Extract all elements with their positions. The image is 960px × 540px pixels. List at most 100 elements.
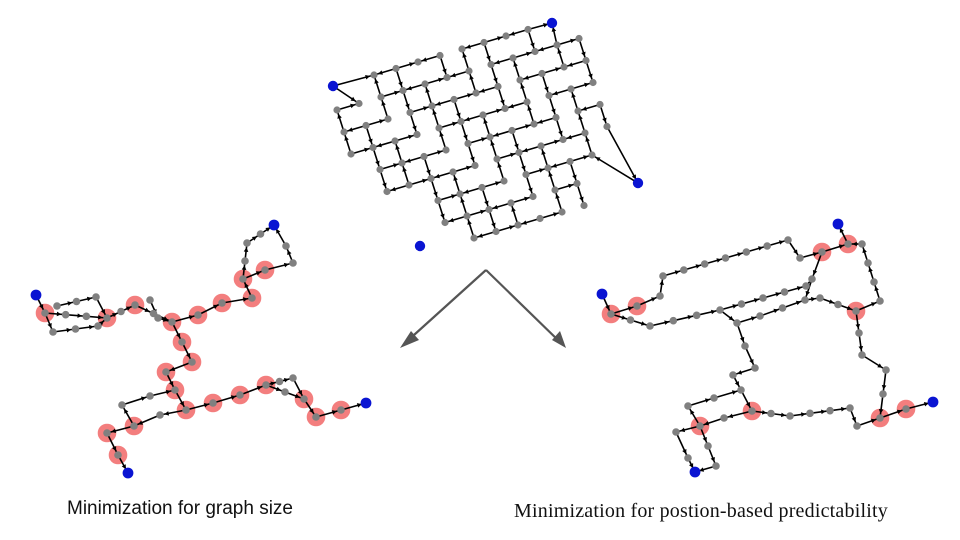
graph-edge: [373, 67, 397, 76]
edge-arrowhead: [525, 124, 531, 129]
graph-edge: [121, 404, 135, 427]
edge-arrowhead: [126, 306, 132, 311]
graph-edge: [437, 200, 446, 223]
edge-arrowhead: [265, 227, 271, 232]
edge-arrowhead: [350, 96, 356, 102]
graph-node: [49, 328, 57, 336]
edge-arrowhead: [469, 74, 474, 80]
graph-edge: [380, 89, 404, 98]
edge-arrowhead: [490, 140, 495, 146]
graph-node: [802, 282, 810, 290]
edge-arrowhead: [528, 187, 533, 193]
graph-node: [456, 190, 464, 198]
edge-arrowhead: [731, 390, 737, 395]
edge-arrowhead: [230, 395, 236, 400]
graph-edge: [242, 269, 266, 280]
edge-arrowhead: [98, 315, 103, 320]
edge-arrowhead: [923, 401, 929, 407]
graph-edge: [496, 151, 520, 160]
graph-edge: [512, 57, 521, 81]
edge-arrowhead: [496, 108, 502, 114]
edge-arrowhead: [433, 191, 438, 197]
edge-arrowhead: [377, 70, 383, 75]
graph-edge: [649, 319, 674, 327]
graph-node: [846, 404, 854, 412]
graph-node: [312, 413, 320, 421]
graph-node: [684, 402, 692, 410]
edge-arrowhead: [426, 169, 431, 175]
graph-node: [607, 310, 615, 318]
edge-arrowhead: [382, 182, 387, 188]
graph-node: [855, 329, 863, 337]
graph-edge: [673, 314, 697, 322]
graph-node: [646, 322, 654, 330]
graph-node: [633, 302, 641, 310]
edge-arrowhead: [511, 206, 516, 212]
graph-node: [92, 293, 100, 301]
edge-arrowhead: [840, 406, 846, 412]
graph-node: [559, 135, 567, 144]
graph-edge: [675, 425, 701, 433]
edge-arrowhead: [432, 109, 437, 115]
graph-node: [243, 239, 251, 247]
graph-edge: [699, 417, 725, 427]
graph-edge: [482, 107, 506, 116]
graph-edge: [401, 162, 410, 186]
edge-arrowhead: [581, 51, 586, 57]
graph-node: [530, 120, 538, 128]
edge-arrowhead: [112, 313, 118, 318]
graph-node: [567, 85, 575, 93]
graph-node: [392, 64, 400, 73]
edge-arrowhead: [164, 411, 170, 416]
edge-arrowhead: [283, 262, 289, 268]
edge-arrowhead: [605, 305, 610, 311]
graph-edge: [636, 295, 661, 307]
graph-edge: [562, 132, 586, 141]
edge-arrowhead: [368, 138, 373, 144]
graph-node: [684, 454, 692, 462]
graph-node: [502, 32, 510, 40]
graph-node: [507, 199, 515, 207]
graph-node: [130, 422, 138, 430]
graph-node: [82, 312, 91, 321]
edge-arrowhead: [527, 105, 532, 111]
graph-node: [442, 146, 450, 154]
graph-node: [405, 181, 413, 189]
graph-edge: [497, 86, 506, 109]
graph-node: [493, 155, 501, 163]
edge-arrowhead: [680, 427, 686, 433]
node-layer: [327, 17, 644, 252]
edge-arrowhead: [483, 118, 488, 124]
graph-edge: [577, 103, 601, 112]
edge-arrowhead: [451, 194, 457, 199]
endpoint-node: [414, 240, 426, 252]
graph-node: [261, 266, 269, 274]
edge-arrowhead: [337, 113, 342, 119]
graph-node: [816, 294, 824, 302]
graph-node: [300, 395, 308, 403]
edge-arrowhead: [514, 143, 519, 149]
graph-node: [806, 409, 814, 418]
edge-arrowhead: [124, 408, 129, 414]
graph-edge: [556, 44, 565, 68]
graph-edge: [174, 389, 187, 411]
edge-arrowhead: [393, 163, 399, 168]
edge-arrowhead: [588, 73, 593, 79]
edge-arrowhead: [39, 304, 44, 310]
edge-arrowhead: [275, 386, 281, 392]
edge-arrowhead: [165, 389, 171, 395]
graph-node: [256, 230, 265, 238]
edge-layer: [332, 22, 639, 239]
edge-arrowhead: [868, 267, 873, 273]
edge-arrowhead: [552, 90, 558, 96]
branch-arrows: [400, 269, 566, 348]
edge-arrowhead: [394, 90, 400, 96]
graph-edge: [483, 42, 492, 65]
edge-arrowhead: [256, 386, 262, 391]
graph-node: [553, 41, 561, 49]
graph-edge: [591, 154, 639, 184]
graph-edge: [380, 96, 389, 120]
edge-arrowhead: [242, 297, 248, 302]
edge-arrowhead: [778, 240, 784, 245]
graph-node: [759, 294, 767, 302]
